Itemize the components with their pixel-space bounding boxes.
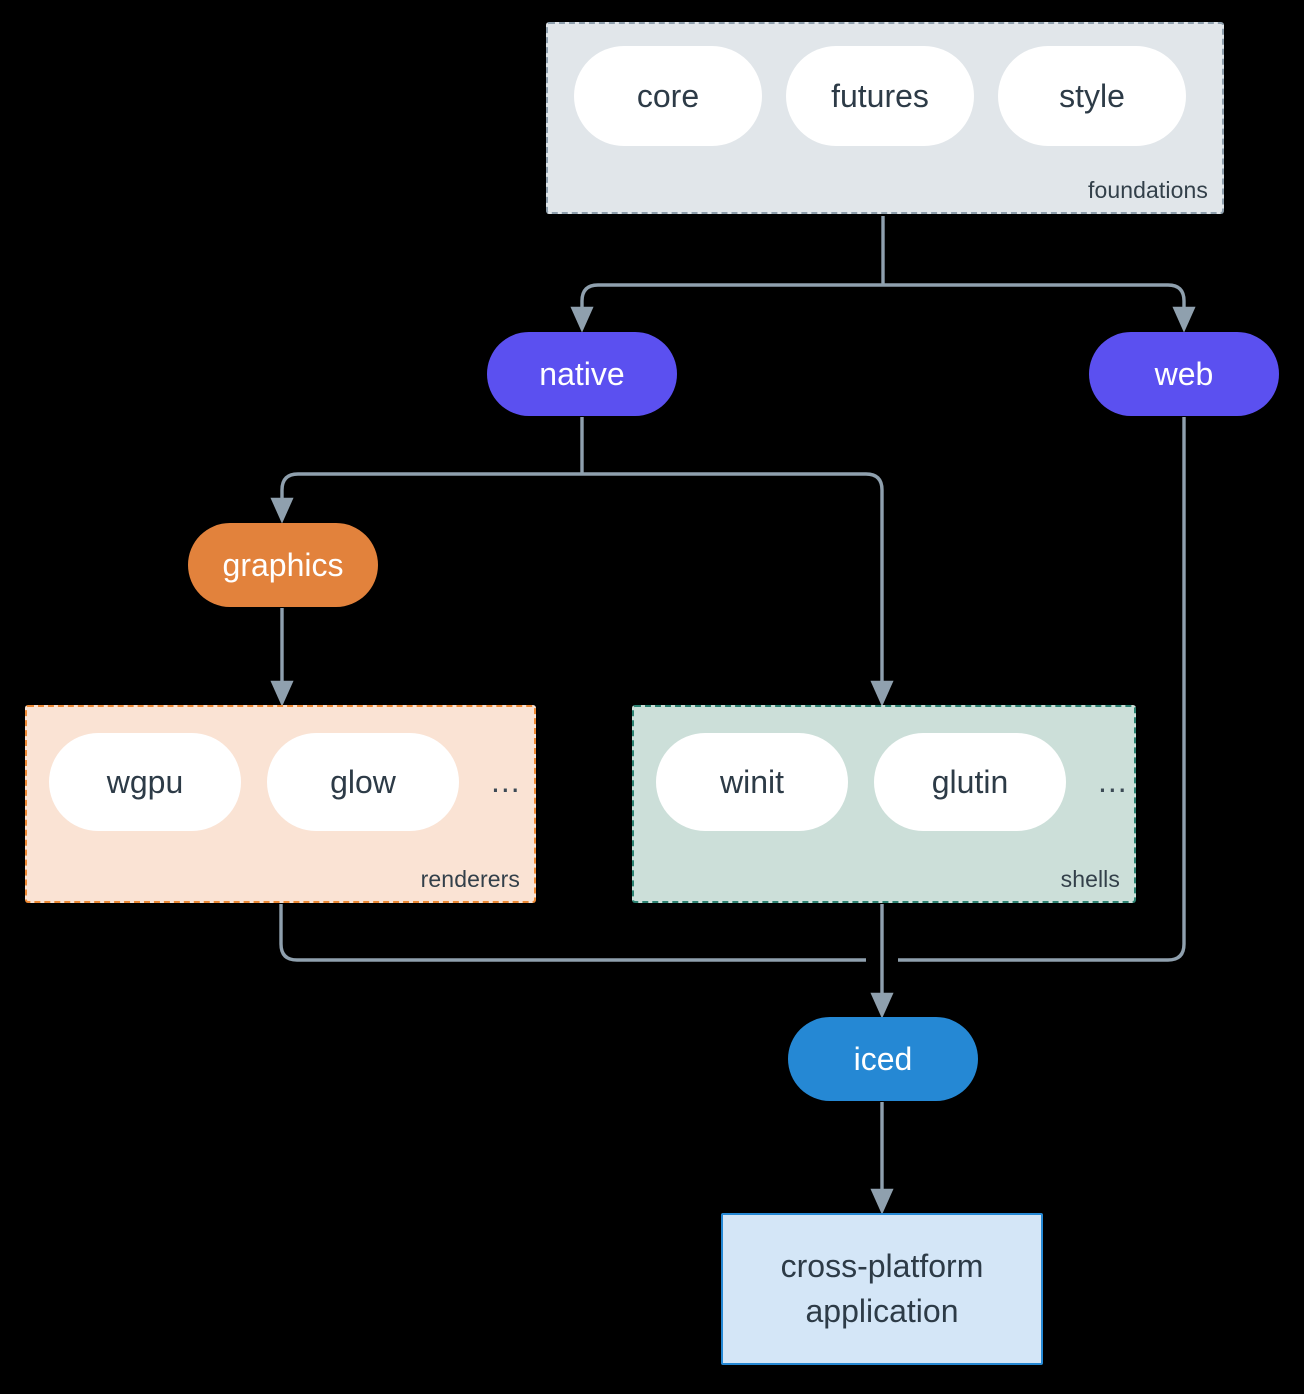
leaf-pill-winit[interactable]: winit (656, 733, 848, 831)
group-renderers: wgpu glow ... renderers (25, 705, 536, 903)
shells-overflow-ellipsis: ... (1098, 763, 1128, 800)
group-shells: winit glutin ... shells (632, 705, 1136, 903)
group-label-foundations: foundations (1087, 177, 1208, 203)
leaf-pill-glow[interactable]: glow (267, 733, 459, 831)
edge-renderers-to-iced (279, 904, 866, 962)
group-foundations: core futures style foundations (546, 22, 1224, 214)
renderers-overflow-ellipsis: ... (491, 763, 521, 800)
group-label-shells: shells (1060, 866, 1120, 892)
edge-foundations-to-native (570, 283, 883, 333)
node-iced[interactable]: iced (788, 1017, 978, 1101)
edge-native-to-shells (582, 472, 894, 707)
group-label-renderers: renderers (420, 866, 520, 892)
node-cross-platform-application[interactable]: cross-platform application (721, 1213, 1043, 1365)
renderers-items: wgpu glow ... (49, 733, 527, 831)
edge-native-to-graphics (270, 472, 582, 524)
node-graphics[interactable]: graphics (188, 523, 378, 607)
leaf-pill-futures[interactable]: futures (786, 46, 974, 146)
leaf-pill-wgpu[interactable]: wgpu (49, 733, 241, 831)
node-native[interactable]: native (487, 332, 677, 416)
shells-items: winit glutin ... (656, 733, 1134, 831)
application-line-1: cross-platform (780, 1247, 984, 1284)
node-web[interactable]: web (1089, 332, 1279, 416)
application-line-2: application (805, 1293, 959, 1329)
leaf-pill-core[interactable]: core (574, 46, 762, 146)
leaf-pill-style[interactable]: style (998, 46, 1186, 146)
edge-foundations-to-web (883, 283, 1196, 333)
leaf-pill-glutin[interactable]: glutin (874, 733, 1066, 831)
foundations-items: core futures style (574, 46, 1186, 146)
